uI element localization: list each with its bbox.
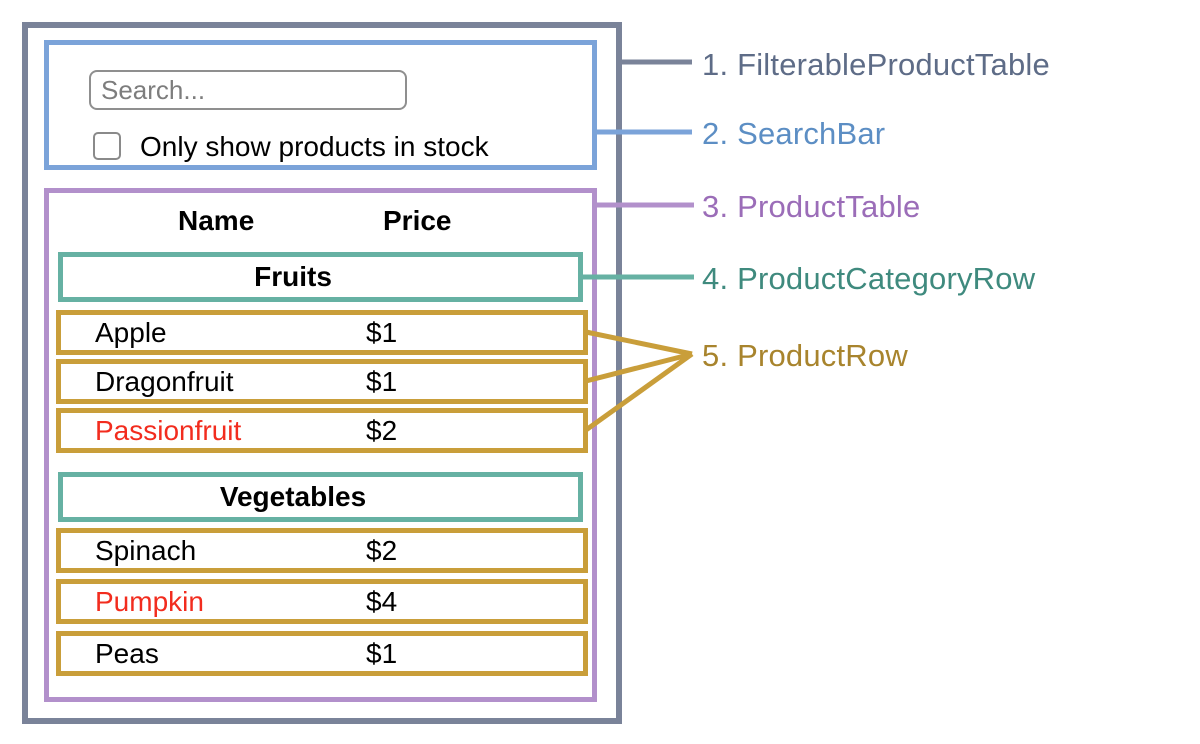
product-price: $1	[366, 365, 398, 397]
product-row: Passionfruit $2	[56, 408, 588, 453]
product-row: Peas $1	[56, 631, 588, 676]
legend-product-row: 5. ProductRow	[702, 338, 908, 373]
product-price: $2	[366, 534, 398, 566]
legend-product-table: 3. ProductTable	[702, 189, 921, 224]
product-name: Dragonfruit	[95, 365, 234, 397]
product-price: $1	[366, 637, 398, 669]
legend-filterable-product-table: 1. FilterableProductTable	[702, 47, 1050, 82]
product-row: Apple $1	[56, 310, 588, 355]
product-name: Spinach	[95, 534, 197, 566]
legend-product-category-row: 4. ProductCategoryRow	[702, 261, 1036, 296]
category-row-vegetables: Vegetables	[58, 472, 583, 522]
product-name: Passionfruit	[95, 414, 242, 446]
category-row-fruits: Fruits	[58, 252, 583, 302]
product-row: Dragonfruit $1	[56, 359, 588, 404]
legend-search-bar: 2. SearchBar	[702, 116, 886, 151]
product-price: $1	[366, 316, 398, 348]
in-stock-checkbox[interactable]	[93, 132, 121, 160]
search-input[interactable]	[89, 70, 407, 110]
product-name: Apple	[95, 316, 167, 348]
product-price: $4	[366, 585, 398, 617]
product-name: Pumpkin	[95, 585, 204, 617]
column-header-name: Name	[178, 205, 255, 236]
product-name: Peas	[95, 637, 159, 669]
product-row: Spinach $2	[56, 528, 588, 573]
product-price: $2	[366, 414, 398, 446]
column-header-price: Price	[383, 205, 452, 236]
in-stock-checkbox-label: Only show products in stock	[140, 131, 489, 162]
product-row: Pumpkin $4	[56, 579, 588, 624]
